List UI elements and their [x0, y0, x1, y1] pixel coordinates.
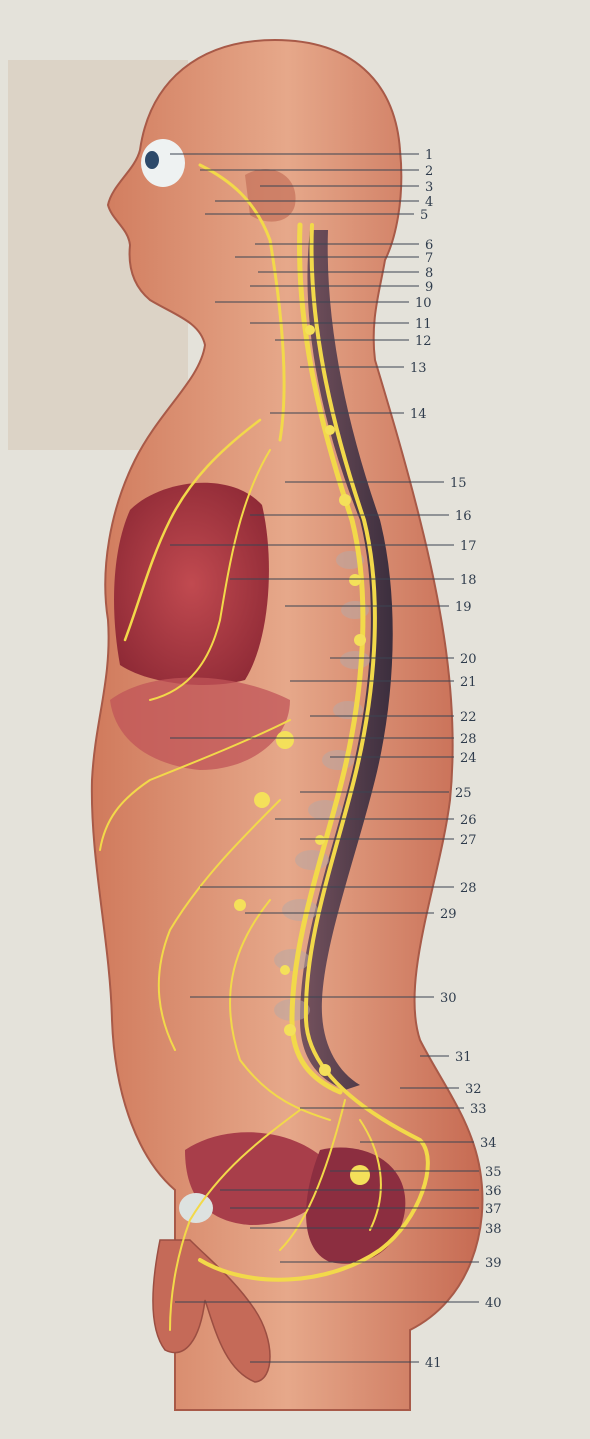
callout-number: 15 [450, 476, 467, 491]
callout-number: 37 [485, 1202, 502, 1217]
callout-number: 9 [425, 280, 433, 295]
callout-number: 14 [410, 407, 427, 422]
callout-number: 39 [485, 1256, 502, 1271]
callout-number: 28 [460, 732, 477, 747]
callout-number: 20 [460, 652, 477, 667]
callout-number: 22 [460, 710, 477, 725]
pubic-bone [179, 1193, 213, 1223]
callout-number: 27 [460, 833, 477, 848]
callout-number: 13 [410, 361, 427, 376]
callout-number: 41 [425, 1356, 442, 1371]
callout-number: 21 [460, 675, 477, 690]
callout-number: 18 [460, 573, 477, 588]
callout-number: 26 [460, 813, 477, 828]
callout-number: 31 [455, 1050, 472, 1065]
callout-number: 38 [485, 1222, 502, 1237]
callout-number: 1 [425, 148, 433, 163]
callout-number: 36 [485, 1184, 502, 1199]
callout-number: 29 [440, 907, 457, 922]
callout-number: 8 [425, 266, 433, 281]
callout-number: 5 [420, 208, 428, 223]
callout-number: 12 [415, 334, 432, 349]
callout-number: 28 [460, 881, 477, 896]
callout-number: 2 [425, 164, 433, 179]
callout-number: 24 [460, 751, 477, 766]
callout-number: 40 [485, 1296, 502, 1311]
callout-number: 19 [455, 600, 472, 615]
heart [114, 483, 269, 685]
callout-number: 35 [485, 1165, 502, 1180]
callout-number: 16 [455, 509, 472, 524]
eye-iris [145, 151, 159, 169]
callout-number: 32 [465, 1082, 482, 1097]
callout-number: 10 [415, 296, 432, 311]
callout-number: 33 [470, 1102, 487, 1117]
callout-number: 3 [425, 180, 433, 195]
callout-number: 11 [415, 317, 432, 332]
callout-number: 30 [440, 991, 457, 1006]
callout-number: 34 [480, 1136, 497, 1151]
callout-number: 17 [460, 539, 477, 554]
callout-number: 7 [425, 251, 433, 266]
callout-number: 25 [455, 786, 472, 801]
